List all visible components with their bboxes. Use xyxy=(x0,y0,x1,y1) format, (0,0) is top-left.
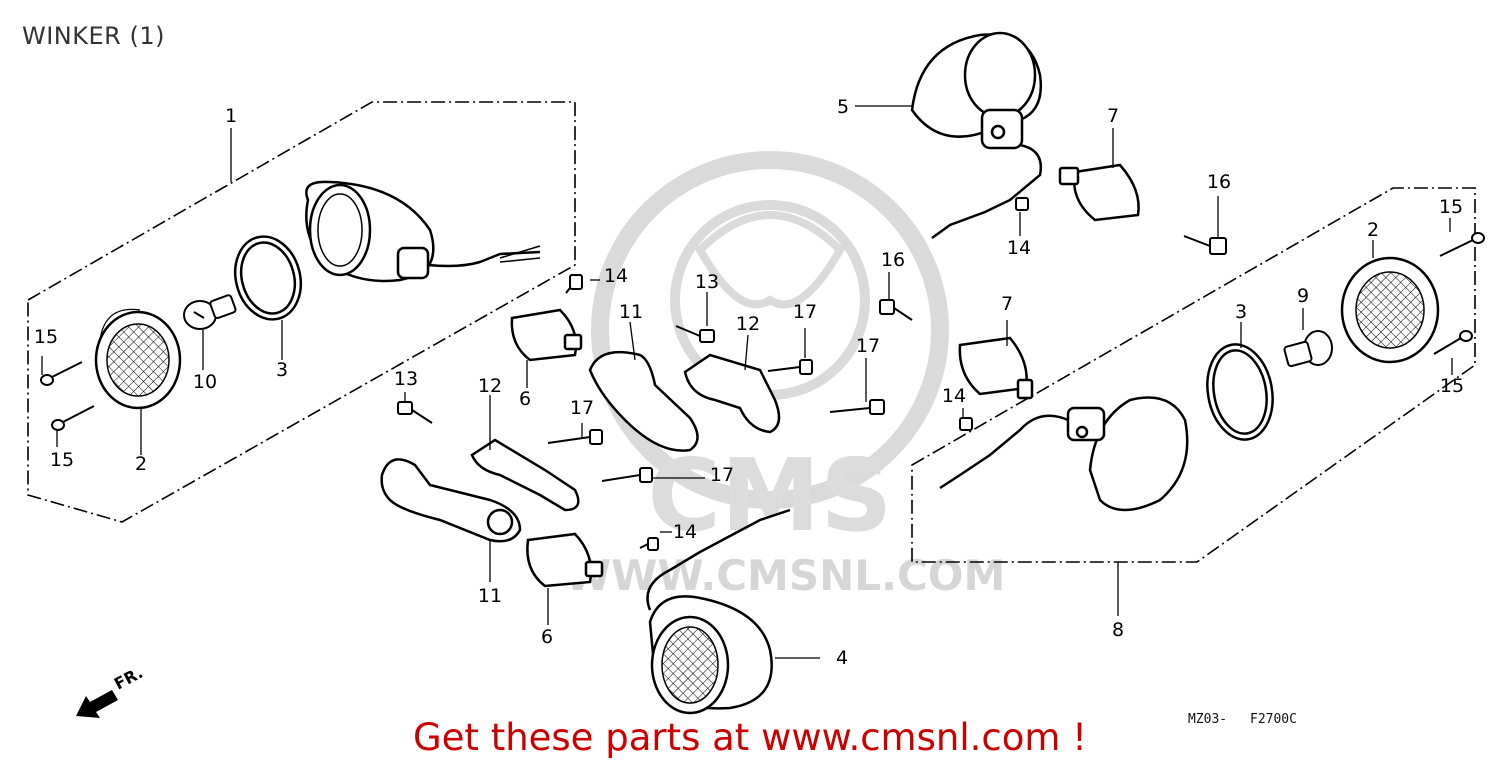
housing-left-assembly-1 xyxy=(305,180,541,283)
callout-8: 8 xyxy=(1112,619,1124,641)
callout-2: 2 xyxy=(1367,219,1379,241)
watermark-brand: CMS xyxy=(648,437,893,554)
stay-11-upper xyxy=(588,350,699,452)
lens-2-right xyxy=(1340,256,1440,364)
bolts-middle xyxy=(397,274,813,551)
callout-6: 6 xyxy=(541,626,553,648)
callout-16: 16 xyxy=(1207,171,1231,193)
callout-17: 17 xyxy=(856,335,880,357)
callout-11: 11 xyxy=(478,585,502,607)
call-to-action[interactable]: Get these parts at www.cmsnl.com ! xyxy=(412,716,1087,759)
assembly-1-outline xyxy=(27,101,576,523)
callout-15: 15 xyxy=(1439,196,1463,218)
callout-16: 16 xyxy=(881,249,905,271)
callout-14: 14 xyxy=(604,265,628,287)
callout-15: 15 xyxy=(34,326,58,348)
relay-6-upper xyxy=(510,308,583,362)
relay-6-lower xyxy=(526,532,604,588)
bulb-10 xyxy=(183,294,237,330)
callout-4: 4 xyxy=(836,647,848,669)
callout-13: 13 xyxy=(695,271,719,293)
callout-13: 13 xyxy=(394,368,418,390)
callout-7: 7 xyxy=(1001,293,1013,315)
diagram-code-left: MZ03- xyxy=(1188,712,1228,727)
callout-2: 2 xyxy=(135,453,147,475)
callout-10: 10 xyxy=(193,371,217,393)
callout-14: 14 xyxy=(673,521,697,543)
stay-12-upper xyxy=(683,353,781,434)
bulb-9 xyxy=(1283,330,1333,368)
callout-11: 11 xyxy=(619,301,643,323)
callout-17: 17 xyxy=(793,301,817,323)
relay-7-lower xyxy=(958,336,1034,400)
callout-17: 17 xyxy=(710,464,734,486)
stay-12-lower xyxy=(470,438,580,512)
callout-7: 7 xyxy=(1107,105,1119,127)
watermark-url: WWW.CMSNL.COM xyxy=(565,551,1006,600)
page-title: WINKER (1) xyxy=(22,22,165,50)
callout-3: 3 xyxy=(276,359,288,381)
callout-6: 6 xyxy=(519,388,531,410)
housing-5 xyxy=(910,31,1043,240)
callout-9: 9 xyxy=(1297,285,1309,307)
callout-17: 17 xyxy=(570,397,594,419)
callout-1: 1 xyxy=(225,105,237,127)
lens-2-left xyxy=(94,308,182,410)
rim-3-left xyxy=(233,235,303,321)
screw-15-left-lower xyxy=(51,405,95,431)
callout-12: 12 xyxy=(478,375,502,397)
bolts-right xyxy=(829,197,1227,431)
housing-8-shell xyxy=(939,396,1189,512)
relay-7-upper xyxy=(1058,163,1140,222)
winker-4 xyxy=(646,508,791,715)
screws-15-right xyxy=(1433,232,1485,355)
callout-15: 15 xyxy=(50,449,74,471)
front-direction-arrow xyxy=(76,690,118,718)
callout-3: 3 xyxy=(1235,301,1247,323)
stay-11-lower xyxy=(380,458,522,543)
callout-15: 15 xyxy=(1440,375,1464,397)
screw-15-left-upper xyxy=(40,361,83,386)
assembly-8-outline xyxy=(911,187,1476,563)
diagram-code-right: F2700C xyxy=(1250,712,1297,727)
leader-lines xyxy=(41,105,1453,659)
rim-3-right xyxy=(1206,343,1274,441)
callout-14: 14 xyxy=(942,385,966,407)
callout-5: 5 xyxy=(837,96,849,118)
callout-labels: 1223345667789101111121213131414141415151… xyxy=(34,96,1464,669)
callout-14: 14 xyxy=(1007,237,1031,259)
front-marker-label: FR. xyxy=(111,663,146,694)
callout-12: 12 xyxy=(736,313,760,335)
